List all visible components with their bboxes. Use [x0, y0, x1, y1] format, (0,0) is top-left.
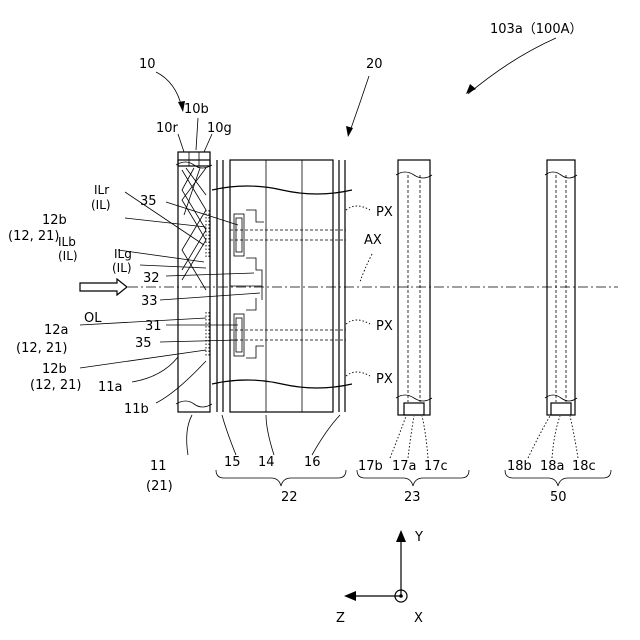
label-ILg: ILg — [114, 247, 132, 261]
label-10g: 10g — [207, 121, 232, 136]
label-22: 22 — [281, 490, 298, 505]
label-ILb-paren: (IL) — [58, 249, 78, 263]
label-16: 16 — [304, 455, 321, 470]
label-11-paren: (21) — [146, 479, 173, 494]
label-12a-paren: (12, 21) — [16, 341, 68, 356]
label-17a: 17a — [392, 459, 417, 474]
axis-label-X: X — [414, 611, 423, 626]
label-OL: OL — [84, 311, 102, 326]
label-AX: AX — [364, 233, 382, 248]
label-ILg-paren: (IL) — [112, 261, 132, 275]
label-17c: 17c — [424, 459, 448, 474]
label-ILr: ILr — [94, 183, 109, 197]
label-32: 32 — [143, 271, 160, 286]
label-10: 10 — [139, 57, 156, 72]
label-18a: 18a — [540, 459, 565, 474]
label-12a: 12a — [44, 323, 69, 338]
label-10r: 10r — [156, 121, 179, 136]
label-35-bottom: 35 — [135, 336, 152, 351]
label-23: 23 — [404, 490, 421, 505]
label-103a: 103a（100A） — [490, 22, 583, 37]
label-50: 50 — [550, 490, 567, 505]
label-20: 20 — [366, 57, 383, 72]
label-ILr-paren: (IL) — [91, 198, 111, 212]
leader-lines — [80, 38, 578, 458]
label-PX-2: PX — [376, 319, 393, 334]
axis-label-Z: Z — [336, 611, 345, 626]
label-PX-3: PX — [376, 372, 393, 387]
element-23 — [396, 160, 432, 415]
label-35-top: 35 — [140, 194, 157, 209]
label-11a: 11a — [98, 380, 123, 395]
label-12b-top: 12b — [42, 213, 67, 228]
label-ILb: ILb — [58, 235, 76, 249]
label-18b: 18b — [507, 459, 532, 474]
label-10b: 10b — [184, 102, 209, 117]
display-panel-22 — [212, 160, 352, 412]
label-17b: 17b — [358, 459, 383, 474]
label-15: 15 — [224, 455, 241, 470]
label-12b-bottom: 12b — [42, 362, 67, 377]
label-18c: 18c — [572, 459, 596, 474]
axis-label-Y: Y — [414, 530, 423, 545]
label-31: 31 — [145, 319, 162, 334]
label-12b-bottom-paren: (12, 21) — [30, 378, 82, 393]
label-PX-1: PX — [376, 205, 393, 220]
label-33: 33 — [141, 294, 158, 309]
label-12b-top-paren: (12, 21) — [8, 229, 60, 244]
label-11: 11 — [150, 459, 167, 474]
label-11b: 11b — [124, 402, 149, 417]
label-14: 14 — [258, 455, 275, 470]
ol-arrow — [80, 279, 127, 295]
coordinate-axes — [344, 530, 407, 602]
element-50 — [545, 160, 577, 415]
